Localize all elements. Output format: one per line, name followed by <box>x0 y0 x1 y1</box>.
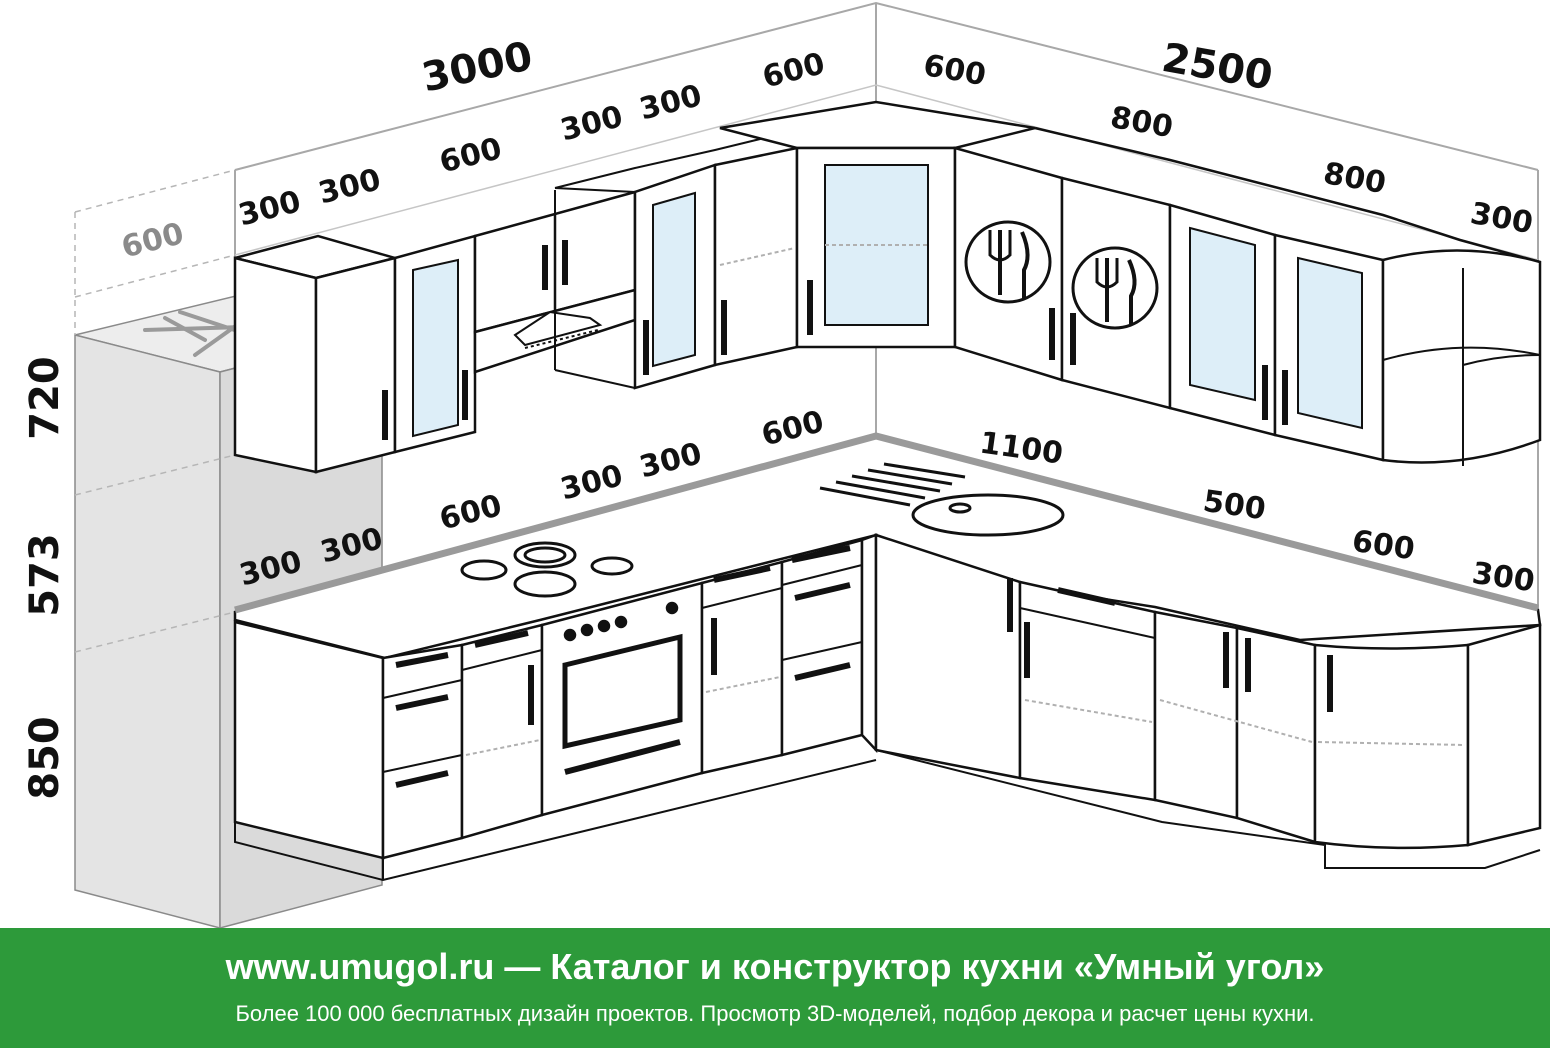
dim-lower-left-6: 600 <box>758 404 827 453</box>
dim-upper-left-4: 300 <box>557 99 626 148</box>
kitchen-drawing: 3000 2500 600 300 300 600 300 300 600 60… <box>22 1 1542 929</box>
dim-upper-left-6: 600 <box>759 46 828 95</box>
lower-cabinets-left <box>233 533 878 882</box>
dim-lower-left-4: 300 <box>557 458 626 507</box>
cutlery-icon <box>1071 246 1159 330</box>
dim-height-middle: 573 <box>22 533 68 617</box>
upper-cabinets-left <box>233 129 799 474</box>
dim-upper-left-5: 300 <box>636 78 705 127</box>
kitchen-diagram: 3000 2500 600 300 300 600 300 300 600 60… <box>22 1 1542 929</box>
dim-upper-right-4: 300 <box>1468 196 1536 241</box>
dim-upper-left-1: 300 <box>235 184 304 233</box>
dim-upper-right-3: 800 <box>1321 156 1389 201</box>
dim-lower-left-5: 300 <box>636 436 705 485</box>
dim-lower-right-3: 600 <box>1350 524 1417 567</box>
dim-wall-right-total: 2500 <box>1158 35 1276 100</box>
dim-upper-left-3: 600 <box>436 131 505 180</box>
cooktop-icon <box>460 541 634 598</box>
upper-cabinets-right <box>953 126 1542 466</box>
dim-upper-left-2: 300 <box>315 162 384 211</box>
dim-lower-right-4: 300 <box>1470 556 1537 599</box>
dim-fridge-depth: 600 <box>118 216 187 265</box>
dim-lower-right-2: 500 <box>1201 484 1268 527</box>
dim-upper-right-2: 800 <box>1108 100 1176 145</box>
dim-upper-right-1: 600 <box>921 48 989 93</box>
lower-cabinets-right <box>874 533 1542 869</box>
dim-height-upper: 720 <box>22 356 68 440</box>
dim-lower-left-3: 600 <box>436 488 505 537</box>
banner-title[interactable]: www.umugol.ru — Каталог и конструктор ку… <box>225 946 1325 987</box>
banner-subtitle: Более 100 000 бесплатных дизайн проектов… <box>235 1001 1315 1026</box>
dim-wall-left-total: 3000 <box>418 33 536 101</box>
sink-icon <box>819 462 1065 537</box>
oven-icon <box>540 581 704 817</box>
cutlery-icon <box>964 220 1052 304</box>
range-hood-icon <box>513 310 603 349</box>
promo-banner: www.umugol.ru — Каталог и конструктор ку… <box>0 928 1550 1048</box>
upper-corner-cabinet <box>719 100 1036 349</box>
dim-height-lower: 850 <box>22 716 68 800</box>
